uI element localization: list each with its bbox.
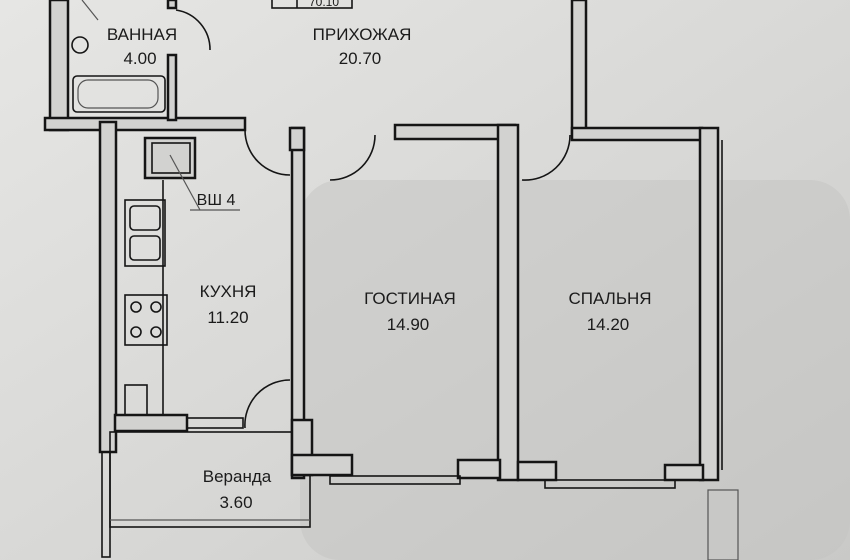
room-area-veranda: 3.60	[219, 493, 252, 512]
shadow-area	[300, 180, 850, 560]
room-area-hallway: 20.70	[339, 49, 382, 68]
room-name-bedroom: СПАЛЬНЯ	[568, 289, 651, 308]
room-area-bathroom: 4.00	[123, 49, 156, 68]
room-name-veranda: Веранда	[203, 467, 272, 486]
bedroom	[516, 126, 739, 560]
room-area-bedroom: 14.20	[587, 315, 630, 334]
room-area-kitchen: 11.20	[207, 308, 248, 327]
room-name-hallway: ПРИХОЖАЯ	[313, 25, 412, 44]
room-name-closet: ВШ 4	[197, 192, 236, 209]
veranda	[101, 431, 311, 558]
bathroom	[43, 0, 247, 132]
living-room	[288, 123, 520, 485]
total-area-box: 70.10	[271, 0, 353, 9]
svg-text:70.10: 70.10	[309, 0, 339, 9]
room-name-bathroom: ВАННАЯ	[107, 25, 177, 44]
kitchen	[98, 120, 306, 480]
hallway-walls	[244, 0, 588, 181]
room-area-living: 14.90	[387, 315, 430, 334]
room-name-kitchen: КУХНЯ	[200, 282, 257, 301]
room-name-living: ГОСТИНАЯ	[364, 289, 456, 308]
